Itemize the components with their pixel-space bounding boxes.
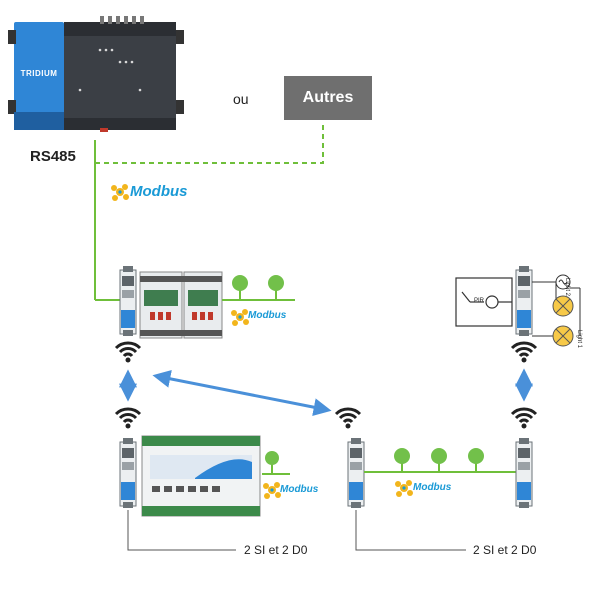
pir-sensor-icon xyxy=(455,277,513,327)
io-note-right: 2 SI et 2 D0 xyxy=(473,543,537,557)
wireless-module xyxy=(119,265,137,337)
io-leader-line xyxy=(355,510,466,551)
modbus-label: Modbus xyxy=(130,183,188,200)
device-node xyxy=(468,448,484,464)
wifi-icon xyxy=(114,341,142,364)
or-label: ou xyxy=(233,91,249,107)
light-wiring xyxy=(532,281,581,337)
others-box: Autres xyxy=(284,76,372,120)
ac-source-icon xyxy=(555,274,571,290)
wireless-module xyxy=(347,437,365,509)
wireless-module xyxy=(119,437,137,509)
wifi-icon xyxy=(510,341,538,364)
wireless-module xyxy=(515,265,533,337)
tridium-controller xyxy=(8,16,184,132)
double-arrow-icon xyxy=(152,369,332,417)
others-label: Autres xyxy=(302,89,354,106)
lamp-icon xyxy=(552,325,574,347)
lamp-icon xyxy=(552,295,574,317)
device-node xyxy=(268,275,284,291)
wifi-icon xyxy=(334,407,362,430)
io-rack-bottom xyxy=(141,435,261,517)
controller-brand-label: TRIDIUM xyxy=(20,69,58,78)
io-rack-top xyxy=(139,271,223,339)
modbus-logo-icon xyxy=(111,184,129,201)
wifi-icon xyxy=(510,407,538,430)
pir-label: PIR xyxy=(474,298,485,304)
io-leader-line xyxy=(127,510,236,551)
wifi-icon xyxy=(114,407,142,430)
modbus-label: Modbus xyxy=(280,484,319,495)
modbus-label: Modbus xyxy=(413,482,452,493)
device-node xyxy=(394,448,410,464)
device-node xyxy=(232,275,248,291)
io-note-left: 2 SI et 2 D0 xyxy=(244,543,308,557)
wireless-module xyxy=(515,437,533,509)
rs485-label: RS485 xyxy=(30,148,76,165)
light2-label: Light 2 xyxy=(564,278,570,297)
modbus-label: Modbus xyxy=(248,310,287,321)
device-node xyxy=(265,451,279,465)
device-node xyxy=(431,448,447,464)
light1-label: Light 1 xyxy=(576,330,582,349)
others-dashed-link xyxy=(95,123,324,164)
